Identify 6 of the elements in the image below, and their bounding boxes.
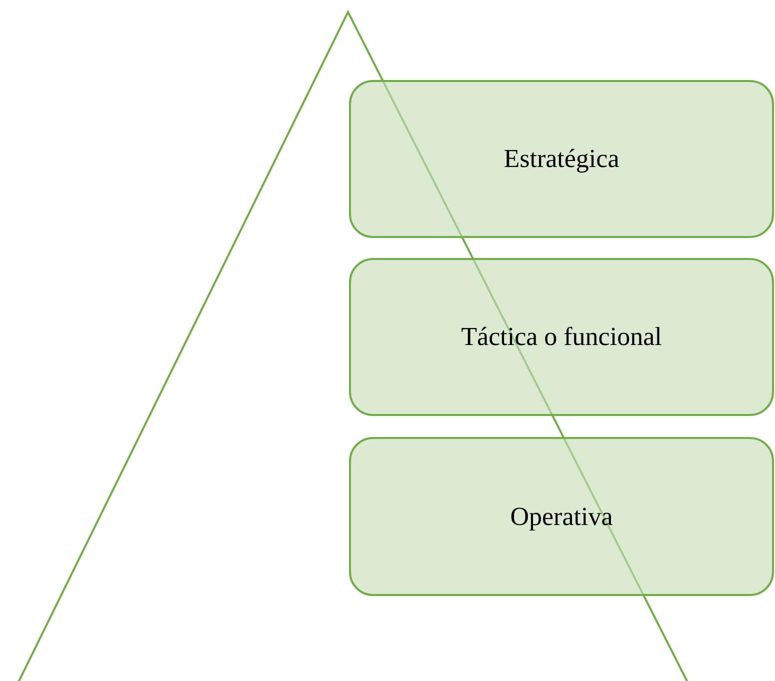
level-box (349, 437, 774, 596)
level-box (349, 258, 774, 416)
level-label: Táctica o funcional (461, 322, 662, 352)
level-box (349, 80, 774, 238)
level-label: Operativa (510, 502, 613, 532)
level-label: Estratégica (504, 144, 620, 174)
